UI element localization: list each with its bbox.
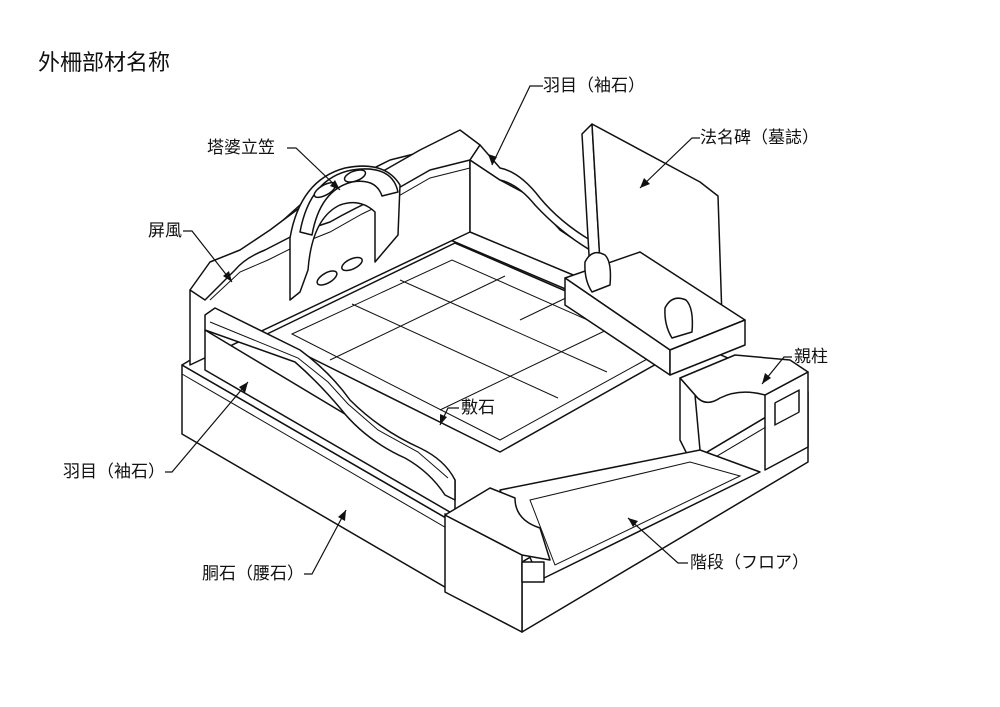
label-hane-top: 羽目（袖石）	[543, 76, 645, 96]
label-base-stone: 胴石（腰石）	[202, 564, 304, 584]
right-pillar-plate	[774, 389, 800, 426]
plaque-foot-left	[584, 251, 612, 293]
page-title: 外柵部材名称	[38, 51, 171, 76]
leader-lines	[165, 85, 792, 575]
front-pillar-plate	[521, 561, 545, 583]
back-wall-top	[189, 129, 481, 301]
stupa-hole-4	[341, 256, 363, 272]
label-stupa-stand: 塔婆立笠	[207, 138, 275, 158]
label-memorial-plaque: 法名碑（墓誌）	[700, 128, 819, 148]
stupa-hole-2	[343, 169, 367, 183]
label-floor-stone: 敷石	[461, 398, 495, 418]
plaque-base-right	[669, 319, 746, 376]
front-pillar-top	[444, 487, 551, 561]
label-main-pillar: 親柱	[794, 347, 828, 367]
plaque-foot-right	[664, 297, 694, 339]
label-hane-left: 羽目（袖石）	[63, 462, 165, 482]
left-side-wall-top	[204, 307, 456, 501]
label-step: 階段（フロア）	[690, 553, 809, 573]
stupa-hole-3	[316, 270, 338, 286]
label-screen-wall: 屏風	[148, 221, 182, 241]
